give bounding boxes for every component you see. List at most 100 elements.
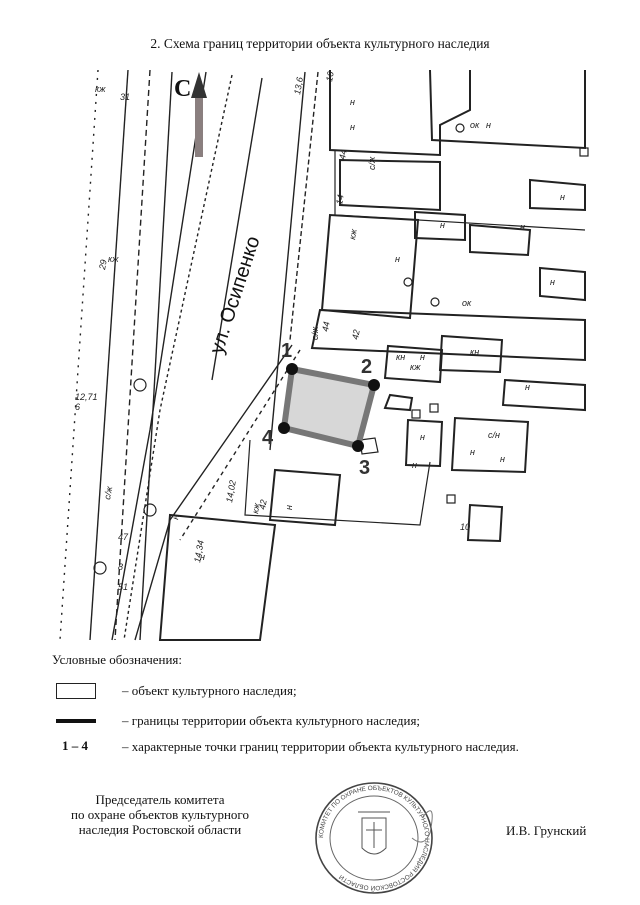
building-label: кн — [470, 347, 479, 357]
parcel — [466, 503, 504, 543]
parcel — [244, 439, 431, 526]
road-line — [134, 344, 293, 641]
building-label: н — [525, 382, 530, 392]
parcel — [429, 69, 586, 150]
building-label: кж — [347, 228, 359, 241]
building-label: 47 — [118, 532, 129, 542]
legend-text: – характерные точки границ территории об… — [122, 739, 519, 754]
parcel — [268, 468, 342, 527]
building-label: 16 — [324, 71, 336, 83]
road-line — [114, 69, 151, 641]
road-line — [269, 71, 306, 451]
heritage-object — [278, 363, 380, 452]
legend-heading: Условные обозначения: — [52, 652, 183, 667]
building-label: н — [412, 460, 417, 470]
building-label: 42 — [257, 499, 269, 511]
north-arrow: С — [174, 72, 207, 157]
building-label: н — [200, 552, 205, 562]
small-square — [429, 403, 439, 413]
building-label: н — [350, 97, 355, 107]
boundary-point-2 — [368, 379, 380, 391]
survey-point — [133, 378, 147, 392]
parcel — [501, 378, 586, 412]
building-label: 8 — [118, 562, 123, 572]
parcels — [158, 69, 586, 641]
building-label: н — [170, 514, 181, 521]
north-arrow-head — [191, 72, 207, 98]
object-boundary — [280, 365, 378, 450]
building-label: 29 — [97, 259, 109, 272]
road-line — [211, 77, 263, 381]
building-label: н — [550, 277, 555, 287]
building-label: с/ж — [367, 156, 377, 170]
points-symbol: 1 – 4 — [62, 738, 88, 753]
building-label: 6 — [75, 402, 80, 412]
north-arrow-shaft — [195, 95, 203, 157]
street-name: ул. Осипенко — [206, 234, 265, 357]
building-label: н — [350, 122, 355, 132]
road-line — [289, 71, 319, 341]
building-label: с/н — [488, 430, 500, 440]
parcel — [450, 416, 530, 474]
building-label: 14,02 — [224, 479, 238, 503]
building-label: н — [395, 254, 400, 264]
survey-point — [143, 503, 157, 517]
road-line — [111, 71, 207, 641]
building-label: кж — [108, 254, 119, 264]
object-symbol — [56, 683, 96, 699]
point-label-4: 4 — [262, 427, 274, 449]
signature-scribble — [411, 810, 433, 843]
road-line — [59, 69, 99, 641]
building-label: н — [500, 454, 505, 464]
tree-mark — [403, 277, 413, 287]
point-label-3: 3 — [359, 457, 370, 479]
parcel — [310, 308, 586, 362]
parcel — [320, 213, 420, 320]
legend-text: – объект культурного наследия; — [122, 683, 297, 698]
building-label: с/ж — [310, 326, 320, 340]
parcel — [414, 210, 466, 242]
official-seal: КОМИТЕТ ПО ОХРАНЕ ОБЪЕКТОВ КУЛЬТУРНОГО Н… — [315, 782, 433, 894]
tree-mark — [430, 297, 440, 307]
small-square — [579, 147, 589, 157]
signature-name: И.В. Грунский — [506, 823, 587, 838]
building-label: 51 — [118, 582, 128, 592]
north-label: С — [174, 76, 191, 102]
tree-mark — [455, 123, 465, 133]
parcel — [334, 150, 586, 231]
boundary-point-1 — [286, 363, 298, 375]
parcel — [438, 334, 504, 374]
boundary-point-4 — [278, 422, 290, 434]
parcel — [158, 513, 277, 641]
building-label: ок — [462, 298, 472, 308]
parcel — [529, 178, 586, 212]
building-label: н — [440, 220, 445, 230]
building-label: 42 — [350, 329, 362, 341]
parcel — [404, 418, 444, 468]
building-label: 44 — [337, 149, 349, 161]
building-label: кж — [95, 84, 106, 94]
page-title: 2. Схема границ территории объекта культ… — [150, 36, 490, 51]
boundary-point-3 — [352, 440, 364, 452]
building-label: н — [420, 352, 425, 362]
building-label: н — [284, 505, 294, 510]
parcel — [539, 266, 586, 302]
building-label: н — [470, 447, 475, 457]
building-label: 44 — [320, 321, 332, 333]
parcel — [383, 393, 414, 412]
small-square — [446, 494, 456, 504]
point-label-2: 2 — [361, 356, 372, 378]
building-label: н — [520, 222, 525, 232]
street-lines — [59, 69, 319, 641]
building-label: н — [560, 192, 565, 202]
road-line — [139, 71, 173, 641]
parcel — [469, 223, 532, 257]
parcel — [339, 158, 441, 212]
building-label: 31 — [120, 92, 130, 102]
building-label: н — [486, 120, 491, 130]
signature-position: Председатель комитета по охране объектов… — [71, 792, 249, 837]
building-label: 14,34 — [192, 539, 206, 563]
survey-point — [93, 561, 107, 575]
point-label-1: 1 — [281, 340, 292, 362]
